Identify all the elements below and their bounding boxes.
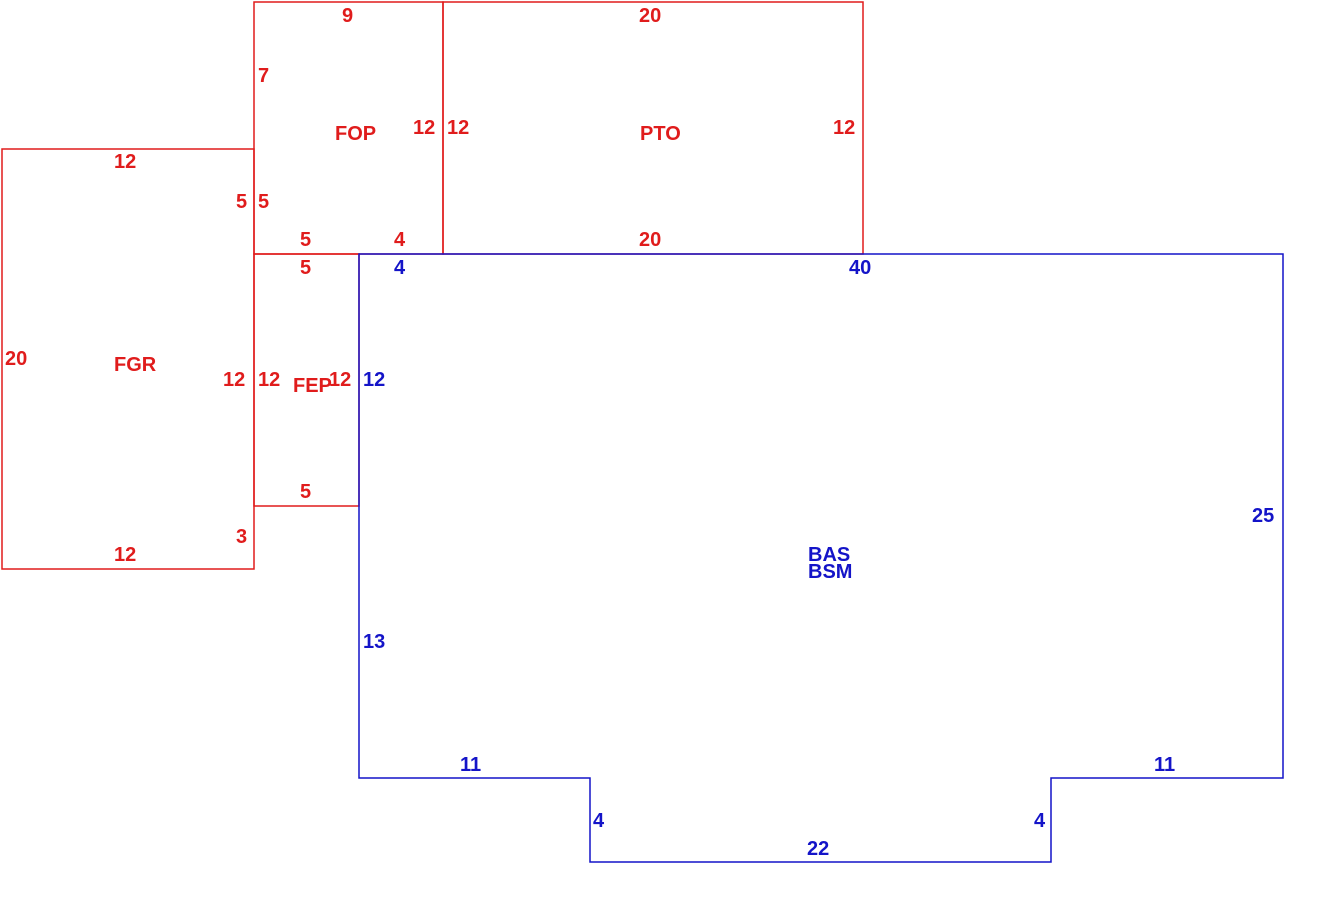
bas-notch-right-dim: 4 xyxy=(1034,810,1046,832)
fop-bottom-right-dim: 4 xyxy=(394,229,406,251)
bas-right-dim: 25 xyxy=(1252,505,1274,527)
fop-right-dim: 12 xyxy=(413,117,435,139)
fop-left-lower-dim: 5 xyxy=(258,191,269,213)
bas-notch-bottom-dim: 22 xyxy=(807,838,829,860)
pto-code: PTO xyxy=(640,123,681,145)
pto-right-dim: 12 xyxy=(833,117,855,139)
bsm-code: BSM xyxy=(808,561,852,583)
bas-bottom-right-dim: 11 xyxy=(1154,754,1175,776)
fgr-left-dim: 20 xyxy=(5,348,27,370)
area-pto: PTO 20 12 12 20 xyxy=(442,1,864,255)
area-bas: BAS BSM 4 40 12 13 25 11 4 22 4 11 xyxy=(358,253,1284,863)
fop-top-dim: 9 xyxy=(342,5,353,27)
pto-left-dim: 12 xyxy=(447,117,469,139)
fep-code: FEP xyxy=(293,375,332,397)
bas-top-dim: 40 xyxy=(849,257,871,279)
bas-outline xyxy=(358,253,1284,863)
fep-left-dim: 12 xyxy=(258,369,280,391)
bas-top-left-dim: 4 xyxy=(394,257,406,279)
fop-bottom-left-dim: 5 xyxy=(300,229,311,251)
bas-bottom-left-dim: 11 xyxy=(460,754,481,776)
area-fep: FEP 5 12 12 5 xyxy=(253,253,360,507)
fgr-bottom-dim: 12 xyxy=(114,544,136,566)
fgr-right-mid-dim: 12 xyxy=(223,369,245,391)
fep-top-dim: 5 xyxy=(300,257,311,279)
fgr-code: FGR xyxy=(114,354,157,376)
pto-bottom-dim: 20 xyxy=(639,229,661,251)
bas-left-upper-dim: 12 xyxy=(363,369,385,391)
bas-notch-left-dim: 4 xyxy=(593,810,605,832)
fep-right-dim: 12 xyxy=(329,369,351,391)
bas-left-lower-dim: 13 xyxy=(363,631,385,653)
area-fgr: FGR 12 20 5 12 3 12 xyxy=(1,148,255,570)
fgr-right-upper-dim: 5 xyxy=(236,191,247,213)
fop-code: FOP xyxy=(335,123,376,145)
fep-bottom-dim: 5 xyxy=(300,481,311,503)
area-fop: FOP 9 7 5 12 5 4 xyxy=(253,1,444,255)
fgr-top-dim: 12 xyxy=(114,151,136,173)
fop-left-upper-dim: 7 xyxy=(258,65,269,87)
fgr-right-lower-dim: 3 xyxy=(236,526,247,548)
pto-top-dim: 20 xyxy=(639,5,661,27)
bas-code: BAS xyxy=(808,544,850,566)
